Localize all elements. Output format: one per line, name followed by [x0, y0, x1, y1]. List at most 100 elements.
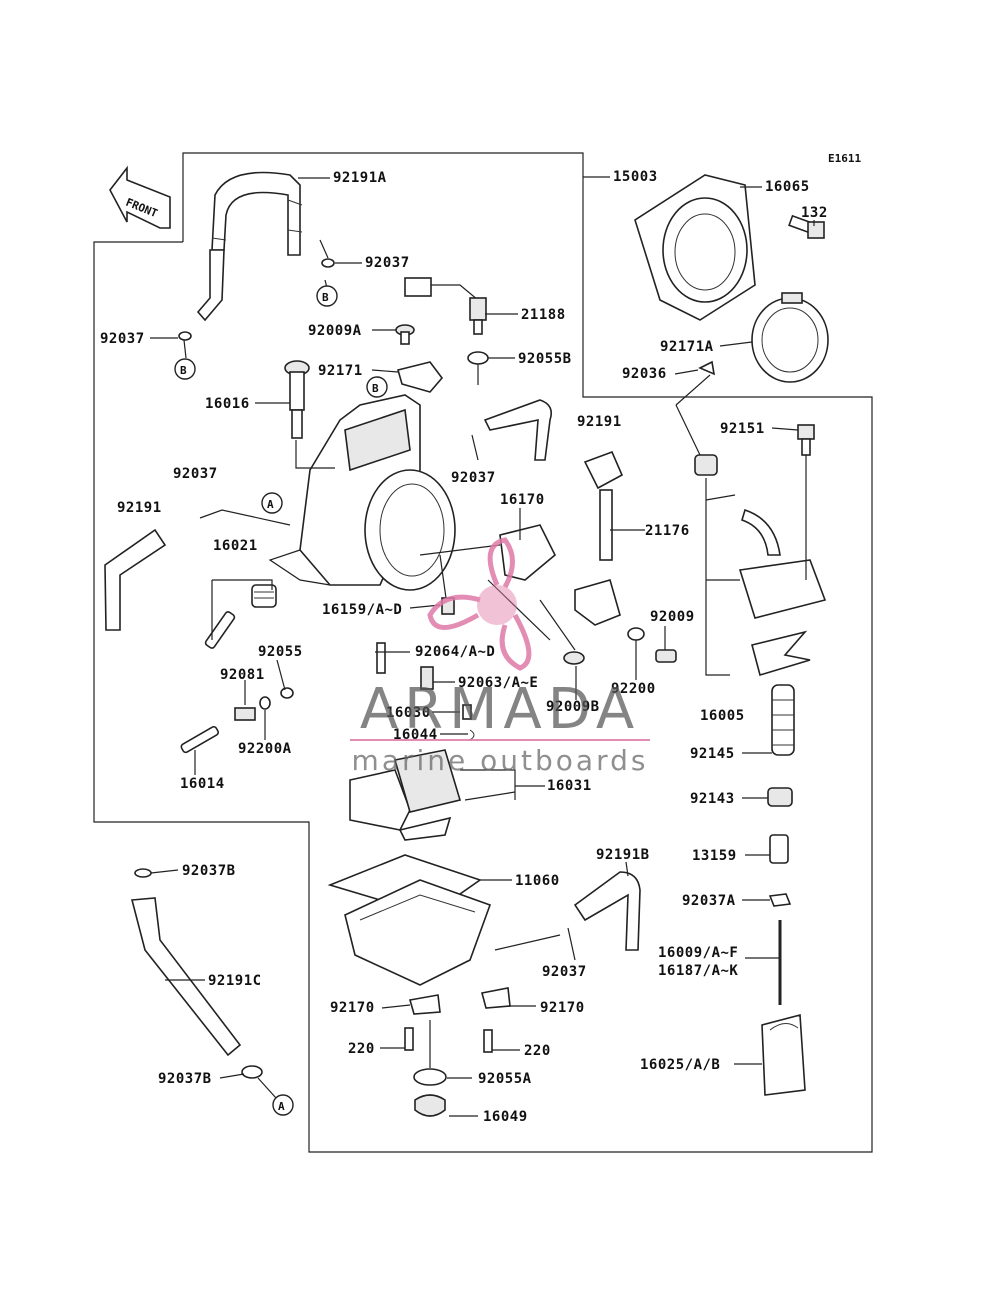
- air-screw-parts-icon: [180, 687, 294, 754]
- overflow-hose-icon: [130, 868, 263, 1079]
- bracket-screw-icon: [404, 987, 511, 1053]
- throttle-valve-icon: [761, 1013, 806, 1096]
- label-92200A: 92200A: [238, 741, 292, 757]
- label-220-left: 220: [348, 1041, 375, 1057]
- marker-b-mid: B: [366, 376, 388, 398]
- label-16170: 16170: [500, 492, 545, 508]
- label-92145: 92145: [690, 746, 735, 762]
- label-92191A: 92191A: [333, 170, 387, 186]
- marker-a-bottom: A: [272, 1094, 294, 1116]
- label-92037-mid: 92037: [173, 466, 218, 482]
- watermark-tagline: marine outboards: [352, 744, 649, 777]
- label-16031: 16031: [547, 778, 592, 794]
- label-92037-top: 92037: [365, 255, 410, 271]
- marker-b-left: B: [174, 358, 196, 380]
- svg-text:B: B: [372, 382, 379, 395]
- label-92009: 92009: [650, 609, 695, 625]
- bowl-vent-hose-icon: [573, 871, 641, 951]
- label-92037A: 92037A: [682, 893, 736, 909]
- label-92191B: 92191B: [596, 847, 650, 863]
- idle-adjuster-icon: [284, 360, 310, 439]
- label-92037B-top: 92037B: [182, 863, 236, 879]
- marker-b-top: B: [316, 285, 338, 307]
- label-16025: 16025/A/B: [640, 1057, 720, 1073]
- label-92037-left: 92037: [100, 331, 145, 347]
- label-92170-left: 92170: [330, 1000, 375, 1016]
- label-16049: 16049: [483, 1109, 528, 1125]
- label-92055: 92055: [258, 644, 303, 660]
- label-21176: 21176: [645, 523, 690, 539]
- bolt-icon: [788, 214, 825, 239]
- label-92009B: 92009B: [546, 699, 600, 715]
- label-92063: 92063/A~E: [458, 675, 538, 691]
- label-13159: 13159: [692, 848, 737, 864]
- marker-a: A: [261, 492, 283, 514]
- jet-needle-parts-icon: [376, 642, 475, 741]
- label-132: 132: [801, 205, 828, 221]
- label-92037B-bottom: 92037B: [158, 1071, 212, 1087]
- diagram-code: E1611: [828, 152, 861, 165]
- label-16021: 16021: [213, 538, 258, 554]
- label-16005: 16005: [700, 708, 745, 724]
- propeller-logo-icon: [427, 537, 532, 671]
- label-16030: 16030: [386, 705, 431, 721]
- frame-lines: [93, 152, 873, 1153]
- watermark: ARMADA marine outboards: [350, 537, 650, 777]
- label-11060: 11060: [515, 873, 560, 889]
- watermark-brand: ARMADA: [360, 677, 640, 742]
- small-hose-icon: [483, 399, 553, 461]
- label-92064: 92064/A~D: [415, 644, 495, 660]
- sensor-icon: [404, 277, 487, 335]
- label-92081: 92081: [220, 667, 265, 683]
- carburetor-body-icon: [268, 394, 456, 591]
- label-92151: 92151: [720, 421, 765, 437]
- label-92191-left: 92191: [117, 500, 162, 516]
- label-220-right: 220: [524, 1043, 551, 1059]
- screw-icon: [395, 324, 415, 345]
- drain-plug-icon: [413, 1068, 447, 1117]
- label-92171: 92171: [318, 363, 363, 379]
- top-cover-icon: [694, 454, 827, 677]
- label-16187: 16187/A~K: [658, 963, 738, 979]
- plate-icon: [397, 361, 444, 393]
- leader-lines: [150, 176, 815, 1117]
- label-92037-low: 92037: [542, 964, 587, 980]
- vent-hose-icon: [196, 171, 303, 322]
- label-15003: 15003: [613, 169, 658, 185]
- label-92191C: 92191C: [208, 973, 262, 989]
- float-icon: [349, 749, 516, 841]
- svg-text:B: B: [180, 364, 187, 377]
- label-92055B: 92055B: [518, 351, 572, 367]
- float-bowl-icon: [327, 854, 492, 986]
- label-92009A: 92009A: [308, 323, 362, 339]
- svg-text:A: A: [267, 498, 274, 511]
- needle-holder-icon: [767, 787, 793, 907]
- front-arrow-icon: FRONT: [109, 165, 171, 229]
- spring-icon: [204, 584, 277, 649]
- throttle-spring-icon: [771, 684, 795, 756]
- throttle-sensor-icon: [499, 450, 677, 665]
- cover-screw-icon: [797, 424, 815, 456]
- label-92037-b: 92037: [451, 470, 496, 486]
- svg-text:B: B: [322, 291, 329, 304]
- label-21188: 21188: [521, 307, 566, 323]
- svg-text:A: A: [278, 1100, 285, 1113]
- label-16014: 16014: [180, 776, 225, 792]
- left-hose-icon: [104, 528, 167, 631]
- clamp-icon: [751, 292, 829, 383]
- label-92170-right: 92170: [540, 1000, 585, 1016]
- label-92055A: 92055A: [478, 1071, 532, 1087]
- hose-clip-icon: [178, 258, 335, 341]
- label-16009: 16009/A~F: [658, 945, 738, 961]
- label-92200: 92200: [611, 681, 656, 697]
- label-16065: 16065: [765, 179, 810, 195]
- label-92036: 92036: [622, 366, 667, 382]
- label-16016: 16016: [205, 396, 250, 412]
- intake-manifold-icon: [634, 174, 756, 321]
- label-92143: 92143: [690, 791, 735, 807]
- label-92191-mid: 92191: [577, 414, 622, 430]
- small-clip-icon: [698, 360, 716, 376]
- part-labels: 92191A 92037 92037 21188 92009A 92055B 9…: [100, 169, 828, 1125]
- o-ring-icon: [467, 351, 489, 365]
